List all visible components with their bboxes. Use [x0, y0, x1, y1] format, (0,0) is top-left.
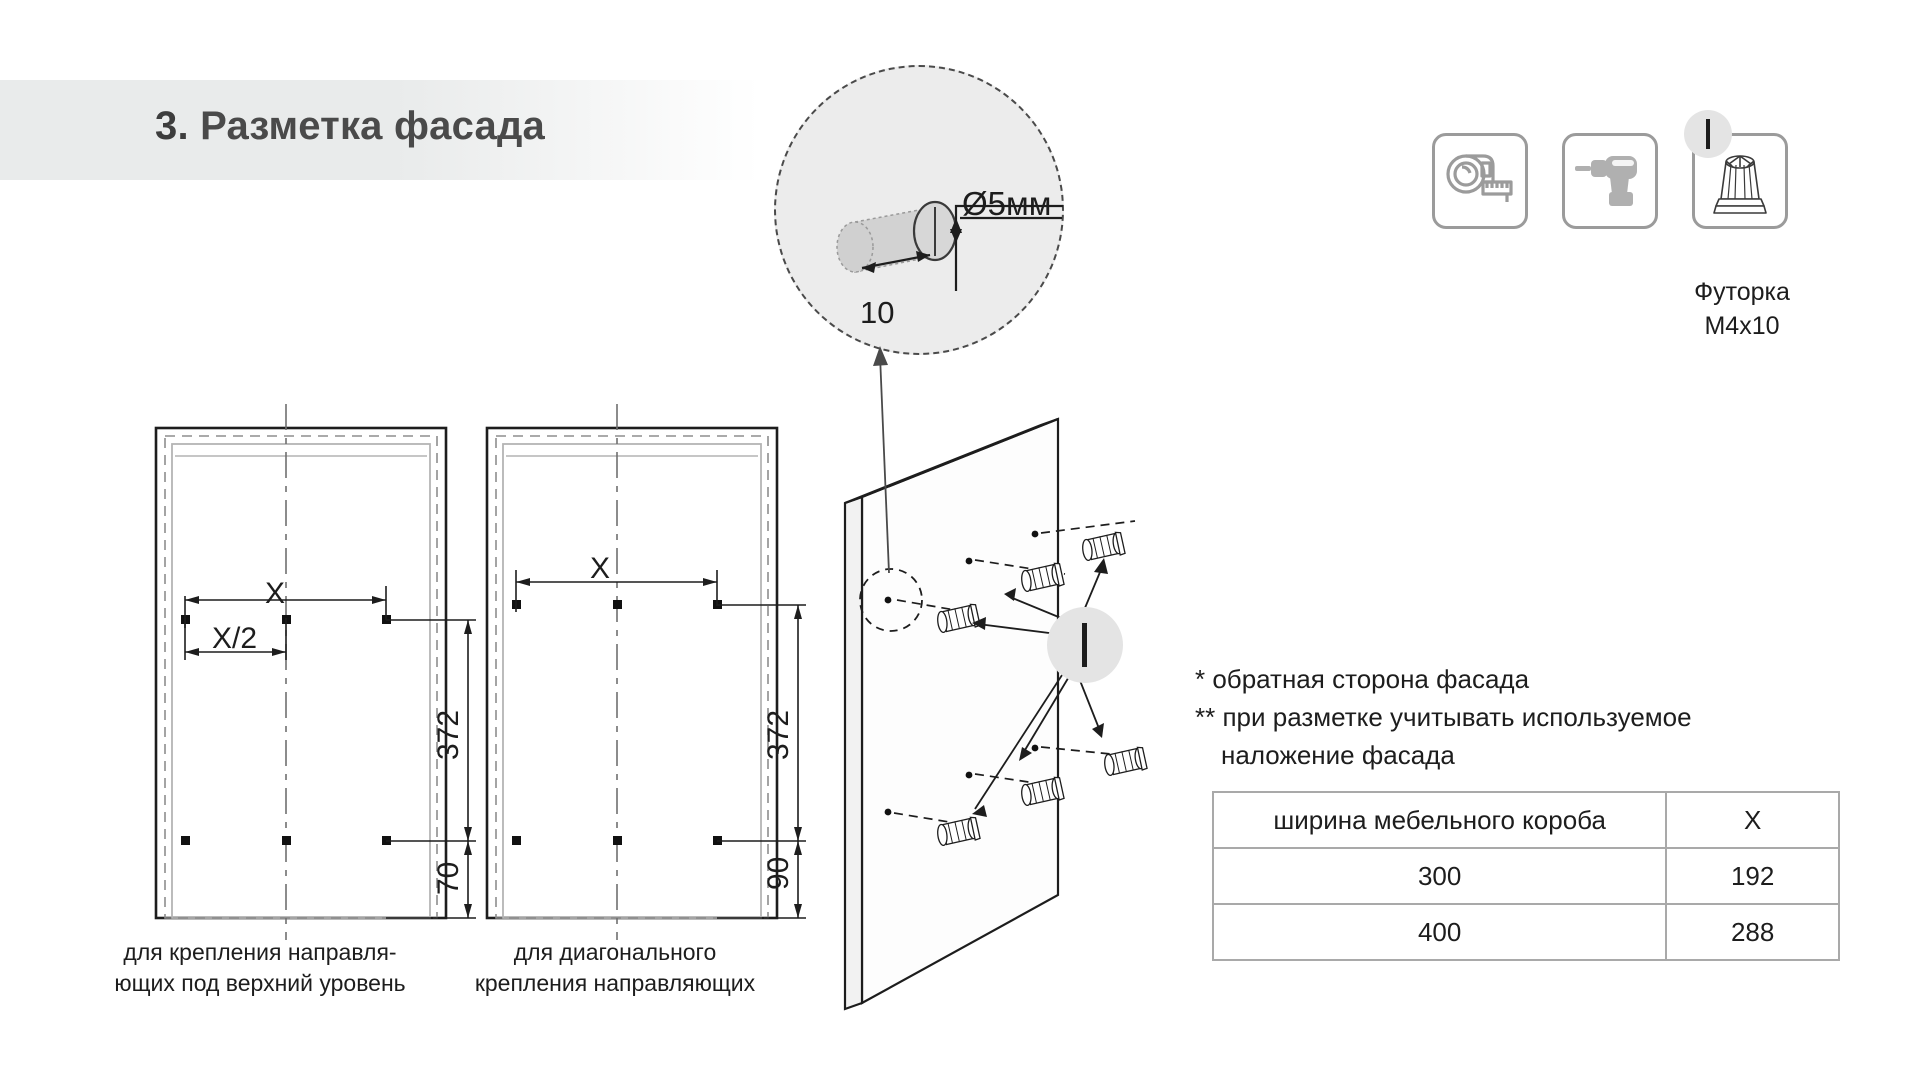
insert-size: M4x10 [1704, 312, 1780, 340]
cabinet-left-caption: для крепления направля- ющих под верхний… [90, 937, 430, 999]
insert-caption: Футорка M4x10 [1642, 275, 1842, 343]
tape-measure-icon [1446, 154, 1513, 202]
tool-tape-measure-box [1432, 133, 1528, 229]
cabinet-left [154, 404, 476, 940]
page-title-text: Разметка фасада [200, 104, 546, 148]
caption-left-line2: ющих под верхний уровень [114, 970, 406, 996]
notes-block: * обратная сторона фасада ** при разметк… [1195, 660, 1895, 774]
panel-insert-badge [1047, 607, 1123, 683]
facade-board [843, 417, 1060, 1011]
insert-callout-badge [1684, 110, 1732, 158]
table-cell-width-300: 300 [1211, 847, 1668, 905]
insert-assembly-group [884, 520, 1149, 847]
header-banner [0, 80, 760, 180]
insert-name: Футорка [1694, 278, 1790, 306]
table-cell-x-192: 192 [1665, 847, 1840, 905]
tool-drill-box [1562, 133, 1658, 229]
table-row: 400 288 [1211, 903, 1840, 961]
drill-icon [1575, 156, 1637, 206]
depth-label: 10 [860, 295, 895, 330]
detail-source-circle [859, 346, 923, 632]
table-header-width: ширина мебельного короба [1211, 791, 1668, 849]
page-title: 3. Разметка фасада [155, 104, 775, 149]
table-cell-x-288: 288 [1665, 903, 1840, 961]
dim-x-half-left: X/2 [212, 622, 258, 655]
caption-left-line1: для крепления направля- [123, 939, 397, 965]
table-row: 300 192 [1211, 847, 1840, 905]
table-cell-width-400: 400 [1211, 903, 1668, 961]
insert-callout-leaders [974, 564, 1104, 810]
dim-70-left: 70 [432, 861, 465, 895]
width-x-table: ширина мебельного короба X 300 192 400 2… [1211, 791, 1840, 961]
table-header-row: ширина мебельного короба X [1211, 791, 1840, 849]
threaded-insert-icon [1713, 155, 1767, 214]
step-number: 3. [155, 104, 189, 148]
dim-x-right: X [590, 552, 611, 585]
badge-bar [1706, 119, 1710, 149]
dim-90-right: 90 [762, 856, 795, 890]
caption-right-line2: крепления направляющих [474, 970, 756, 996]
dim-372-right: 372 [762, 709, 795, 760]
table-header-x: X [1665, 791, 1840, 849]
cabinet-right [485, 404, 806, 940]
cabinet-right-caption: для диагонального крепления направляющих [450, 937, 780, 999]
dim-372-left: 372 [432, 709, 465, 760]
note-3: наложение фасада [1221, 740, 1455, 770]
dim-x-left: X [265, 577, 286, 610]
diameter-label: Ø5мм [962, 185, 1052, 222]
note-1: * обратная сторона фасада [1195, 664, 1530, 694]
caption-right-line1: для диагонального [513, 939, 717, 965]
note-2: ** при разметке учитывать используемое [1195, 702, 1692, 732]
